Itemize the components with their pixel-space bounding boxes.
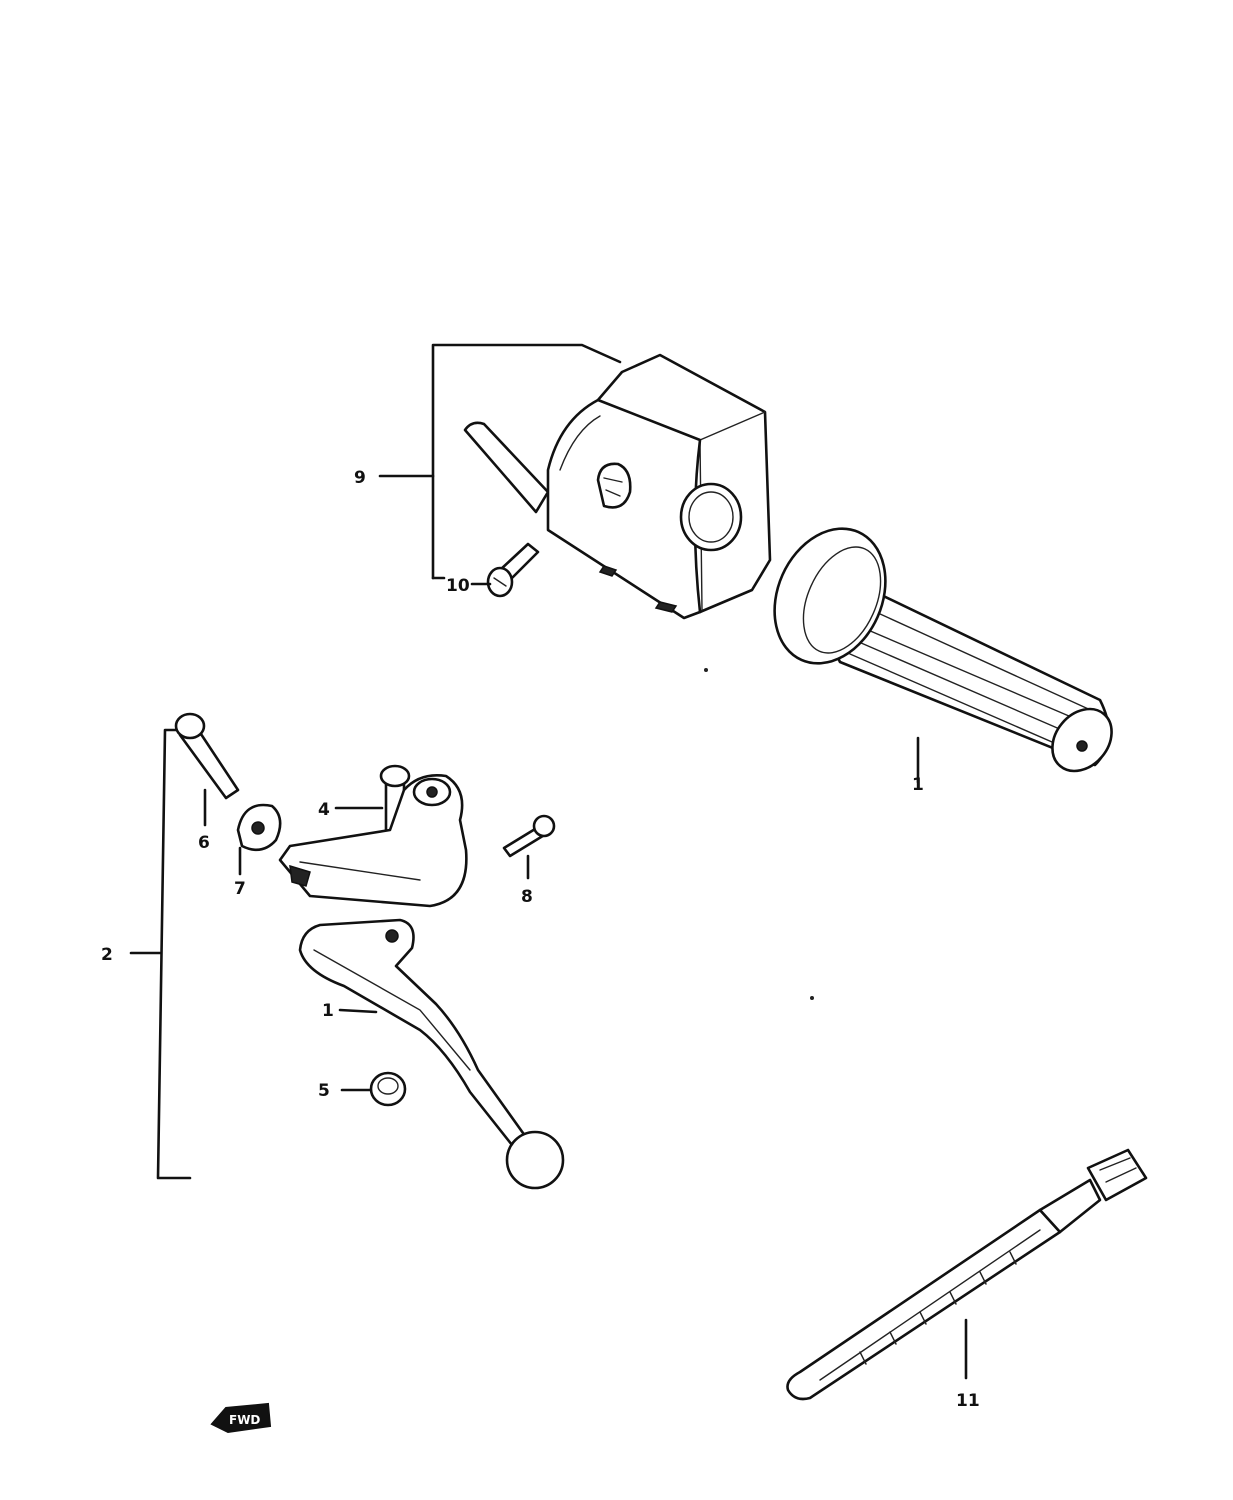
bolt-6 bbox=[174, 712, 240, 800]
bracket-9-10 bbox=[431, 343, 622, 580]
callout-2: 2 bbox=[101, 945, 113, 965]
callout-9: 9 bbox=[354, 468, 366, 488]
forward-label: FWD bbox=[229, 1413, 260, 1427]
leader-1-lever bbox=[338, 1008, 378, 1014]
callout-1-grip: 1 bbox=[912, 775, 924, 795]
cap-5 bbox=[369, 1071, 407, 1107]
callout-1-lever: 1 bbox=[322, 1001, 334, 1021]
switch-housing bbox=[463, 353, 772, 620]
stray-dot bbox=[704, 668, 708, 672]
bolt-4 bbox=[379, 764, 411, 838]
screw-10 bbox=[486, 542, 540, 598]
callout-7: 7 bbox=[234, 879, 246, 899]
nut-7 bbox=[236, 803, 282, 852]
callout-10: 10 bbox=[446, 576, 470, 596]
lever bbox=[298, 918, 565, 1190]
callout-5: 5 bbox=[318, 1081, 330, 1101]
stray-dot bbox=[810, 996, 814, 1000]
callout-4: 4 bbox=[318, 800, 330, 820]
handlebar-grip bbox=[773, 527, 1113, 773]
screw-8 bbox=[502, 814, 556, 858]
callout-11: 11 bbox=[956, 1391, 980, 1411]
callout-6: 6 bbox=[198, 833, 210, 853]
cable-tie bbox=[786, 1148, 1148, 1401]
forward-arrow-icon: FWD bbox=[210, 1402, 272, 1434]
bracket-2 bbox=[156, 728, 192, 1180]
callout-8: 8 bbox=[521, 887, 533, 907]
lever-holder bbox=[278, 774, 468, 908]
